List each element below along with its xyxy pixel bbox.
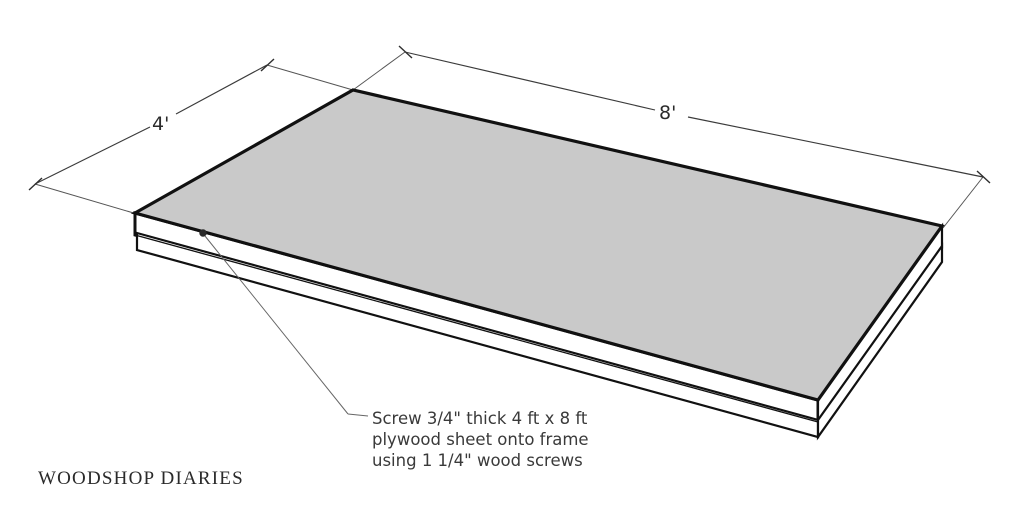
- dimension-tick-4ft-end: [260, 58, 275, 72]
- extension-line-left-upper: [266, 64, 354, 91]
- dimension-line-4ft-lower: [34, 126, 151, 185]
- annotation-text: Screw 3/4" thick 4 ft x 8 ft plywood she…: [372, 409, 589, 470]
- extension-line-right-upper: [352, 51, 406, 91]
- dimension-line-8ft-left: [404, 51, 656, 111]
- plywood-sheet: [130, 88, 945, 441]
- dimension-label-8ft: 8': [659, 102, 676, 124]
- leader-line-stub: [347, 413, 369, 417]
- dimension-label-4ft: 4': [152, 113, 169, 135]
- dimension-4ft: 4': [28, 58, 354, 215]
- annotation-leader: [204, 235, 369, 417]
- dimension-line-4ft-upper: [175, 64, 268, 115]
- dimension-line-8ft-right: [687, 116, 984, 178]
- edge-bottom-hairline: [134, 234, 819, 423]
- dimension-tick-8ft-end: [976, 170, 991, 184]
- dimension-tick-4ft-start: [28, 177, 43, 191]
- edge-top-hairline: [134, 212, 819, 401]
- frame-rail-right-edge: [816, 242, 944, 441]
- dimension-tick-8ft-start: [398, 45, 413, 59]
- leader-line-diagonal: [204, 235, 349, 415]
- watermark-woodshop-diaries: WOODSHOP DIARIES: [38, 468, 244, 489]
- dimension-8ft: 8': [352, 45, 991, 229]
- extension-line-left-lower: [34, 183, 138, 215]
- screw-location-marker: [199, 229, 207, 237]
- extension-line-right-lower: [942, 176, 984, 229]
